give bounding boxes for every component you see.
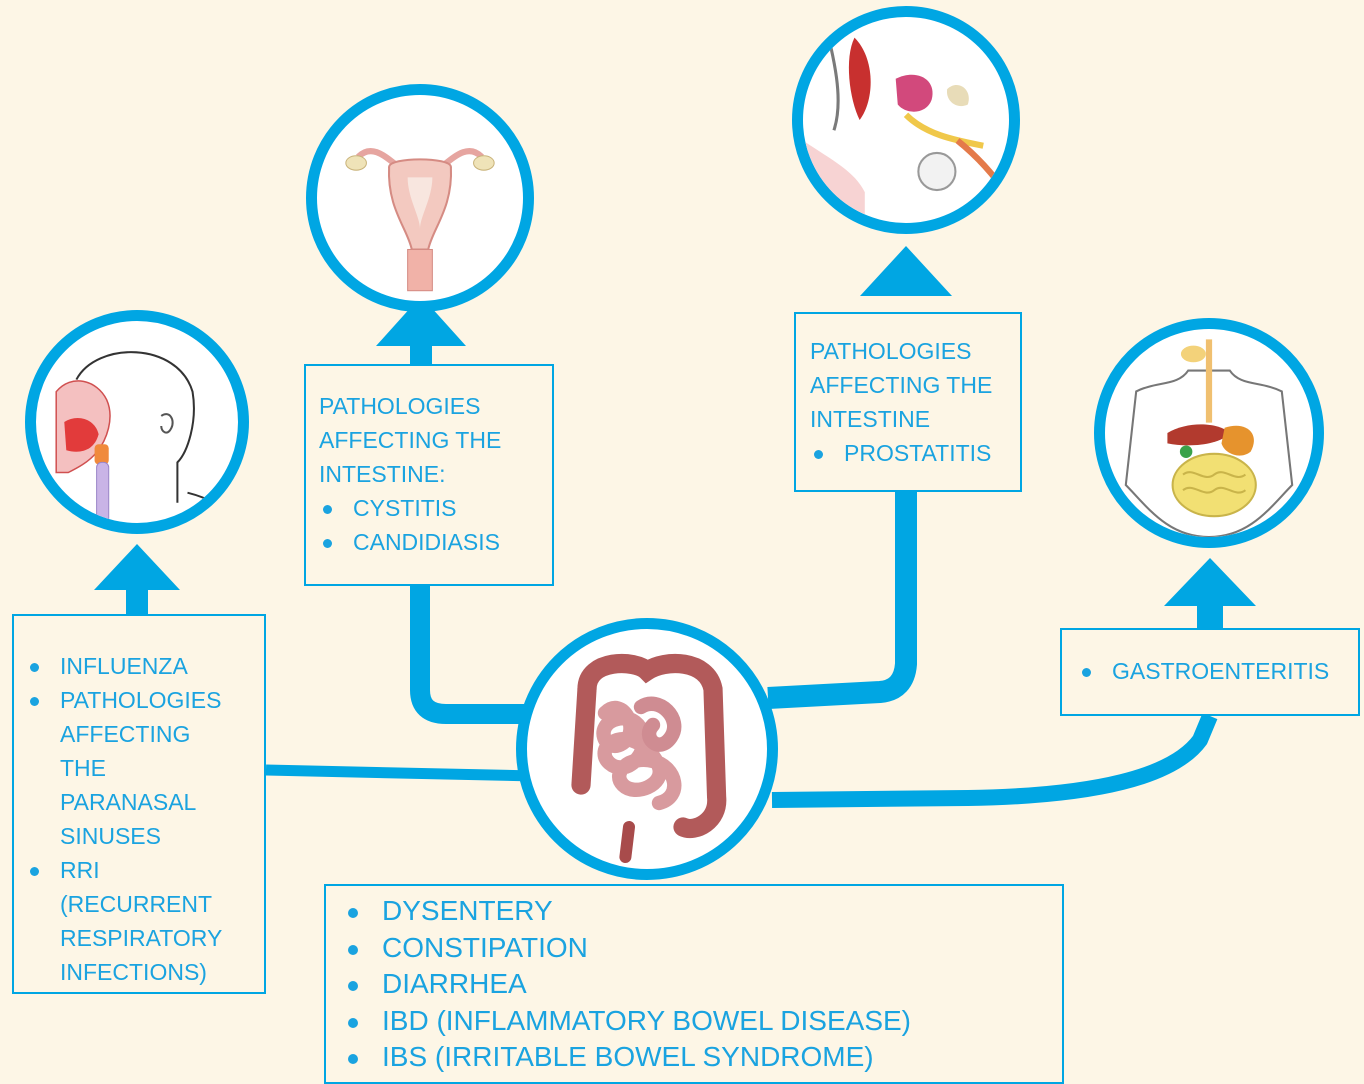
connector-male — [768, 470, 906, 698]
list-item: CONSTIPATION — [326, 930, 1062, 967]
connector-left — [266, 770, 535, 776]
bowel-box: DYSENTERY CONSTIPATION DIARRHEA IBD (INF… — [324, 884, 1064, 1084]
arrow-respiratory — [94, 544, 180, 590]
list-item: GASTROENTERITIS — [1078, 654, 1358, 688]
female-circle — [306, 84, 534, 312]
respiratory-circle — [25, 310, 249, 534]
intestine-circle — [516, 618, 778, 880]
list-item: RRI (RECURRENT RESPIRATORY INFECTIONS) — [26, 853, 230, 989]
list-item: PATHOLOGIES AFFECTING THE PARANASAL SINU… — [26, 683, 240, 853]
prostate-icon — [803, 17, 1009, 223]
uterus-icon — [317, 95, 523, 301]
list-item: CYSTITIS — [319, 491, 552, 525]
list-item: IBD (INFLAMMATORY BOWEL DISEASE) — [326, 1003, 1062, 1040]
list-item: INFLUENZA — [26, 649, 264, 683]
digestive-circle — [1094, 318, 1324, 548]
female-box: PATHOLOGIES AFFECTING THE INTESTINE: CYS… — [304, 364, 554, 586]
female-box-heading: PATHOLOGIES AFFECTING THE INTESTINE: — [319, 389, 519, 491]
head-airway-icon — [36, 321, 238, 523]
male-box: PATHOLOGIES AFFECTING THE INTESTINE PROS… — [794, 312, 1022, 492]
arrow-digestive — [1164, 558, 1256, 606]
digestive-list: GASTROENTERITIS — [1078, 654, 1358, 688]
digestive-box: GASTROENTERITIS — [1060, 628, 1360, 716]
male-list: PROSTATITIS — [810, 436, 1020, 470]
list-item: PROSTATITIS — [810, 436, 1020, 470]
bowel-list: DYSENTERY CONSTIPATION DIARRHEA IBD (INF… — [326, 893, 1062, 1076]
arrow-male — [860, 246, 952, 296]
list-item: IBS (IRRITABLE BOWEL SYNDROME) — [326, 1039, 1062, 1076]
list-item: DYSENTERY — [326, 893, 1062, 930]
male-box-heading: PATHOLOGIES AFFECTING THE INTESTINE — [810, 334, 1000, 436]
respiratory-list: INFLUENZA PATHOLOGIES AFFECTING THE PARA… — [26, 649, 264, 989]
male-circle — [792, 6, 1020, 234]
connector-digestive — [772, 716, 1210, 800]
digestive-system-icon — [1105, 329, 1313, 537]
list-item: CANDIDIASIS — [319, 525, 552, 559]
list-item: DIARRHEA — [326, 966, 1062, 1003]
female-list: CYSTITIS CANDIDIASIS — [319, 491, 552, 559]
intestine-icon — [527, 629, 767, 869]
respiratory-box: INFLUENZA PATHOLOGIES AFFECTING THE PARA… — [12, 614, 266, 994]
